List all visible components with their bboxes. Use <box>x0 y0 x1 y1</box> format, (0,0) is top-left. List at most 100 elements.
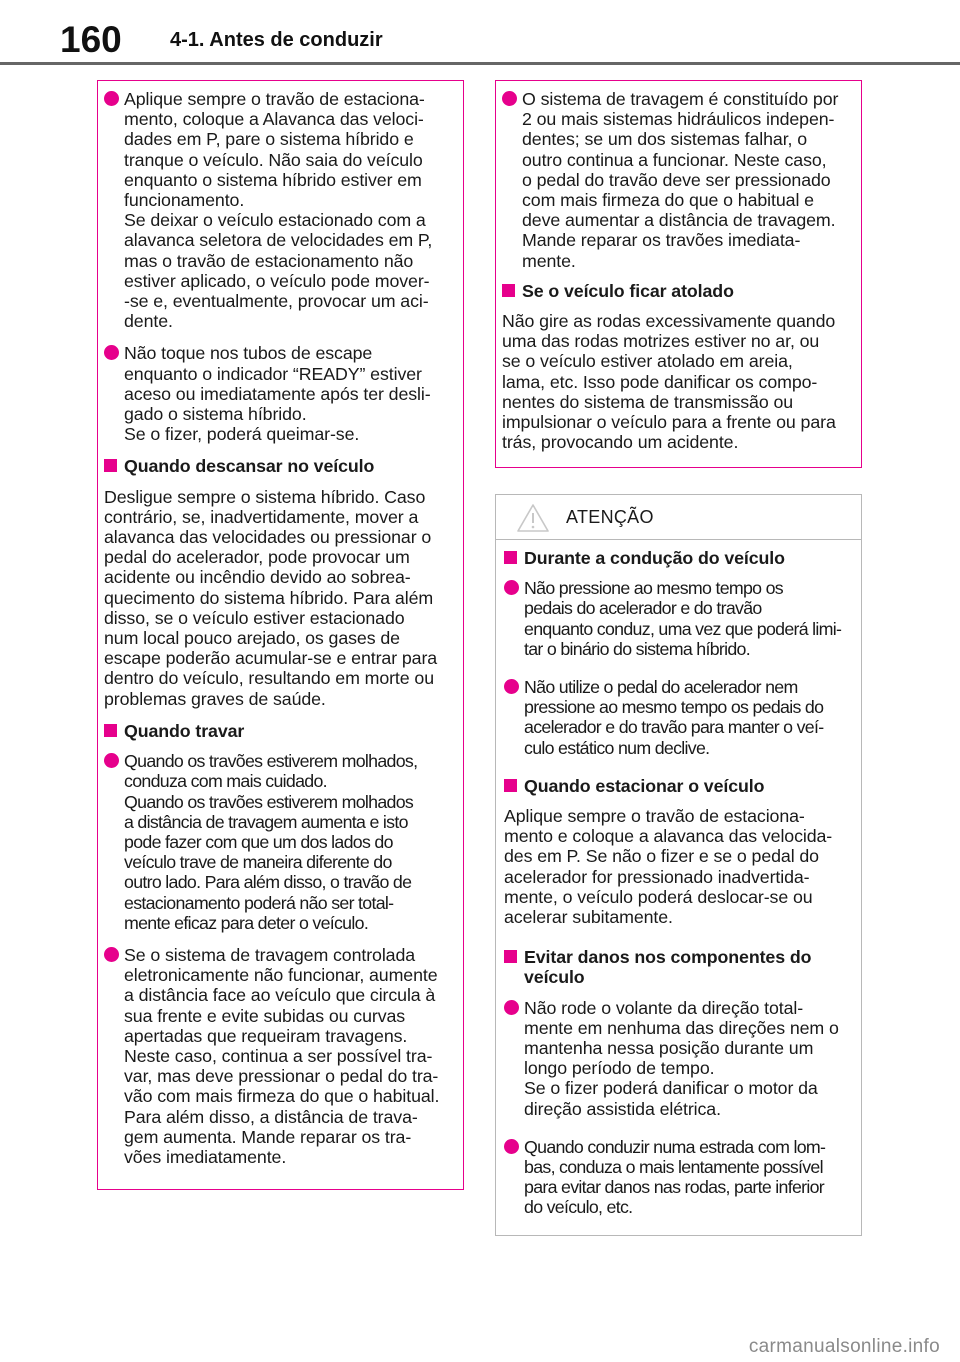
bullet-dot-icon <box>104 753 119 769</box>
text-line: Quando conduzir numa estrada com lom- <box>524 1136 826 1157</box>
text-line: outro continua a funcionar. Neste caso, <box>522 149 827 170</box>
text-line: dentro do veículo, resultando em morte o… <box>104 668 434 689</box>
text-line: Evitar danos nos componentes do <box>524 947 812 968</box>
bullet-text: Quando os travões estiverem molhados,con… <box>124 751 457 933</box>
text-line: do veículo, etc. <box>524 1197 633 1218</box>
heading-square-icon <box>504 778 517 792</box>
text-line: acelerador for pressionado inadvertida- <box>504 866 810 887</box>
heading-square-icon <box>504 950 517 964</box>
header-rule <box>0 62 960 65</box>
text-line: Aplique sempre o travão de estaciona- <box>124 89 425 109</box>
bullet-text: Quando conduzir numa estrada com lom-bas… <box>524 1137 853 1218</box>
heading-square-icon <box>104 459 117 473</box>
heading-text: Se o veículo ficar atolado <box>522 280 734 301</box>
text-line: Desligue sempre o sistema híbrido. Caso <box>104 486 426 507</box>
text-line: o pedal do travão deve ser pressionado <box>522 169 831 190</box>
heading-text: Quando descansar no veículo <box>124 456 375 477</box>
text-line: des em P. Se não o fizer e se o pedal do <box>504 846 819 867</box>
text-line: Quando os travões estiverem molhados <box>124 791 414 812</box>
bullet-bumps: Quando conduzir numa estrada com lom-bas… <box>504 1137 853 1218</box>
bullet-dot-icon <box>504 679 519 695</box>
text-line: a distância de travagem aumenta e isto <box>124 811 408 832</box>
bullet-text: Aplique sempre o travão de estaciona-men… <box>124 89 457 331</box>
text-line: mento e coloque a alavanca das velocida- <box>504 826 833 847</box>
text-line: contrário, se, inadvertidamente, mover a <box>104 506 419 527</box>
warning-body: Durante a condução do veículo Não pressi… <box>496 540 861 1218</box>
text-line: pedais do acelerador e do travão <box>524 598 762 619</box>
text-line: 2 ou mais sistemas hidráulicos indepen- <box>522 109 835 130</box>
watermark: carmanualsonline.info <box>748 1336 940 1357</box>
text-line: veículo <box>524 967 585 988</box>
text-line: enquanto o sistema híbrido estiver em <box>124 169 422 190</box>
text-line: disso, se o veículo estiver estacionado <box>104 607 405 628</box>
text-line: mantenha nessa posição durante um <box>524 1038 814 1059</box>
text-line: Se o fizer, poderá queimar-se. <box>124 424 360 445</box>
text-line: lama, etc. Isso pode danificar os compo- <box>502 371 818 392</box>
heading-square-icon <box>502 283 515 297</box>
text-line: escape poderão acumular-se e entrar para <box>104 648 438 669</box>
warning-header: ATENÇÃO <box>496 495 861 540</box>
text-line: Mande reparar os travões imediata- <box>522 230 801 251</box>
text-line: Não pressione ao mesmo tempo os <box>524 578 784 599</box>
text-line: dente. <box>124 311 173 332</box>
text-line: pode fazer com que um dos lados do <box>124 831 393 852</box>
text-line: Não toque nos tubos de escape <box>124 343 373 364</box>
text-line: pedal do acelerador, pode provocar um <box>104 547 410 568</box>
text-line: conduza com mais cuidado. <box>124 771 328 792</box>
warning-box: ATENÇÃO Durante a condução do veículo Nã… <box>495 494 862 1236</box>
text-line: enquanto conduz, uma vez que poderá limi… <box>524 618 842 639</box>
text-line: tar o binário do sistema híbrido. <box>524 638 751 659</box>
heading-square-icon <box>504 551 517 564</box>
text-line: eletronicamente não funcionar, aumente <box>124 965 438 986</box>
text-line: dentes; se um dos sistemas falhar, o <box>522 129 807 150</box>
text-line: problemas graves de saúde. <box>104 688 326 709</box>
text-line: dades em P, pare o sistema híbrido e <box>124 129 414 150</box>
text-line: bas, conduza o mais lentamente possível <box>524 1157 824 1178</box>
text-line: longo período de tempo. <box>524 1058 715 1079</box>
bullet-dot-icon <box>502 91 517 106</box>
bullet-text: Não rode o volante da direção total-ment… <box>524 998 853 1119</box>
text-line: outro lado. Para além disso, o travão de <box>124 872 412 893</box>
text-line: mento, coloque a Alavanca das veloci- <box>124 109 424 130</box>
section-heading-stuck: Se o veículo ficar atolado <box>502 281 855 301</box>
text-line: acelerador e do travão para manter o veí… <box>524 717 824 738</box>
text-line: a distância face ao veículo que circula … <box>124 985 436 1006</box>
bullet-dot-icon <box>504 1138 519 1154</box>
text-line: direção assistida elétrica. <box>524 1098 721 1119</box>
bullet-dot-icon <box>504 580 519 596</box>
text-line: alavanca seletora de velocidades em P, <box>124 230 433 251</box>
text-line: impulsionar o veículo para a frente ou p… <box>502 412 836 433</box>
text-line: aceso ou imediatamente após ter desli- <box>124 383 431 404</box>
text-line: Não rode o volante da direção total- <box>524 997 804 1018</box>
section-heading-parking: Quando estacionar o veículo <box>504 776 853 796</box>
heading-text: Quando estacionar o veículo <box>524 775 765 796</box>
text-line: se o veículo estiver atolado em areia, <box>502 351 793 372</box>
text-line: acelerar subitamente. <box>504 907 673 928</box>
text-line: Se o sistema de travagem controlada <box>124 944 416 965</box>
text-line: deve aumentar a distância de travagem. <box>522 210 836 231</box>
section-heading-braking: Quando travar <box>104 721 457 741</box>
text-line: estacionamento poderá não ser total- <box>124 892 394 913</box>
text-line: Neste caso, continua a ser possível tra- <box>124 1045 433 1066</box>
text-line: gem aumenta. Mande reparar os tra- <box>124 1126 412 1147</box>
text-line: estiver aplicado, o veículo pode mover- <box>124 270 430 291</box>
text-line: O sistema de travagem é constituído por <box>522 89 839 109</box>
text-line: mente em nenhuma das direções nem o <box>524 1017 839 1038</box>
text-line: nentes do sistema de transmissão ou <box>502 391 794 412</box>
text-line: num local pouco arejado, os gases de <box>104 628 400 649</box>
chapter-title: 4-1. Antes de conduzir <box>170 29 383 51</box>
bullet-dot-icon <box>104 91 119 106</box>
text-line: Se deixar o veículo estacionado com a <box>124 210 426 231</box>
text-line: tranque o veículo. Não saia do veículo <box>124 149 423 170</box>
text-line: apertadas que requeiram travagens. <box>124 1025 408 1046</box>
